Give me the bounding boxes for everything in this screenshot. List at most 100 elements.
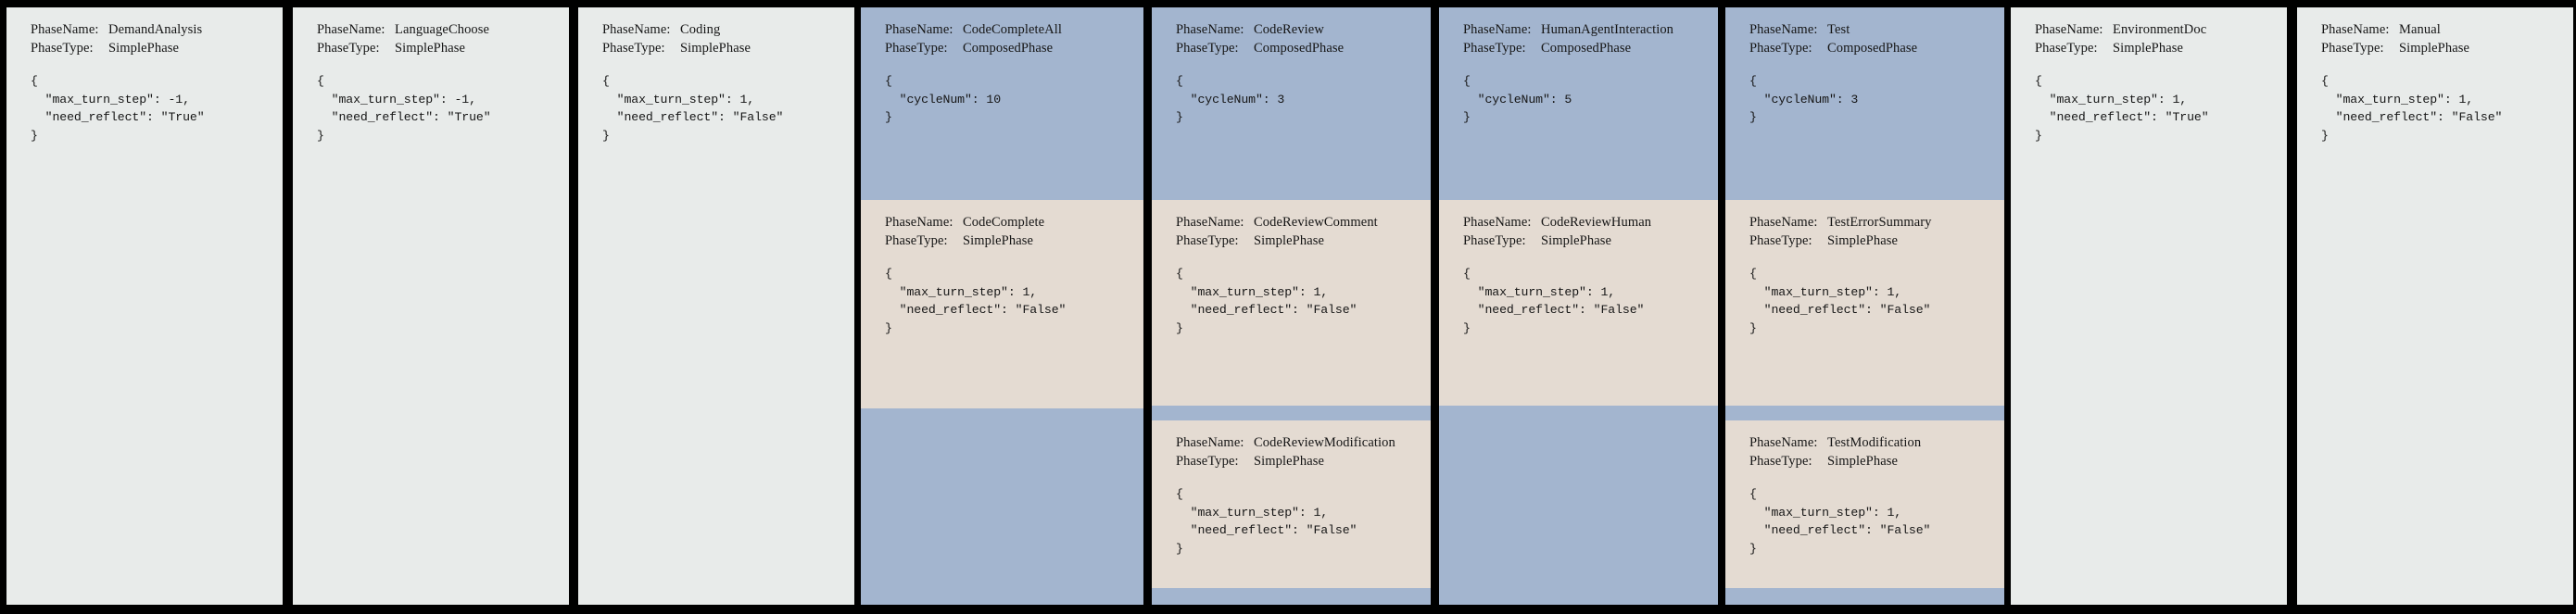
phase-type-label-row: PhaseType:SimplePhase <box>2035 39 2287 57</box>
phase-type-label: PhaseType: <box>317 41 380 56</box>
phase-name-value: TestErrorSummary <box>1827 215 1932 230</box>
phase-name-label-row: PhaseName:HumanAgentInteraction <box>1463 20 1718 39</box>
phase-type-label: PhaseType: <box>1749 454 1812 469</box>
phase-type-label: PhaseType: <box>2321 41 2384 56</box>
phase-config-json: { "cycleNum": 3 } <box>1749 74 1859 124</box>
phase-name-label-row: PhaseName:DemandAnalysis <box>31 20 283 39</box>
phase-name-label-row: PhaseName:CodeReviewHuman <box>1463 213 1718 232</box>
composed-phase-spacer <box>1439 406 1718 605</box>
composed-phase-spacer <box>1725 588 2004 605</box>
phase-name-value: CodeComplete <box>963 215 1045 230</box>
phase-name-label-row: PhaseName:Test <box>1749 20 2004 39</box>
phase-config-json: { "max_turn_step": 1, "need_reflect": "F… <box>1176 267 1357 335</box>
phase-name-label: PhaseName: <box>1176 435 1244 450</box>
phase-type-value: ComposedPhase <box>1254 41 1345 56</box>
phase-type-label: PhaseType: <box>31 41 94 56</box>
phase-name-value: Manual <box>2399 22 2441 37</box>
phase-type-label: PhaseType: <box>1176 233 1239 248</box>
phase-type-value: SimplePhase <box>1254 454 1325 469</box>
composed-phase-spacer <box>861 408 1143 605</box>
phase-type-value: ComposedPhase <box>1541 41 1632 56</box>
phase-type-label: PhaseType: <box>2035 41 2098 56</box>
phase-config-json: { "max_turn_step": 1, "need_reflect": "F… <box>1749 487 1931 556</box>
phase-name-label: PhaseName: <box>1749 215 1818 230</box>
phase-config-json: { "max_turn_step": -1, "need_reflect": "… <box>31 74 205 143</box>
phase-type-value: SimplePhase <box>2399 41 2470 56</box>
phase-type-label: PhaseType: <box>885 41 948 56</box>
phase-config-json: { "max_turn_step": 1, "need_reflect": "F… <box>2321 74 2503 143</box>
phase-config-json: { "max_turn_step": 1, "need_reflect": "F… <box>1463 267 1645 335</box>
phase-type-value: SimplePhase <box>963 233 1034 248</box>
phase-type-label-row: PhaseType:ComposedPhase <box>1749 39 2004 57</box>
phase-type-value: SimplePhase <box>395 41 466 56</box>
phase-type-value: ComposedPhase <box>963 41 1054 56</box>
phase-type-value: SimplePhase <box>1827 233 1899 248</box>
phase-name-value: CodeReview <box>1254 22 1324 37</box>
phase-config-json: { "cycleNum": 10 } <box>885 74 1002 124</box>
phase-name-label: PhaseName: <box>1749 22 1818 37</box>
phase-type-value: SimplePhase <box>680 41 751 56</box>
phase-name-value: TestModification <box>1827 435 1922 450</box>
composed-phase-spacer <box>1152 588 1431 605</box>
phase-name-label-row: PhaseName: TestErrorSummary <box>1749 213 2004 232</box>
phase-name-value: Coding <box>680 22 721 37</box>
phase-type-label-row: PhaseType:ComposedPhase <box>1463 39 1718 57</box>
phase-name-value: CodeReviewModification <box>1254 435 1395 450</box>
phase-name-label: PhaseName: <box>1176 215 1244 230</box>
phase-name-label-row: PhaseName:LanguageChoose <box>317 20 569 39</box>
phase-type-label-row: PhaseType:SimplePhase <box>602 39 854 57</box>
phase-name-value: EnvironmentDoc <box>2113 22 2207 37</box>
phase-type-value: SimplePhase <box>1827 454 1899 469</box>
phase-name-label: PhaseName: <box>1176 22 1244 37</box>
phase-name-label: PhaseName: <box>317 22 385 37</box>
phase-name-label: PhaseName: <box>1749 435 1818 450</box>
phase-type-value: SimplePhase <box>108 41 180 56</box>
phase-name-value: CodeReviewHuman <box>1541 215 1652 230</box>
phase-name-label: PhaseName: <box>885 215 953 230</box>
phase-name-value: CodeCompleteAll <box>963 22 1063 37</box>
phase-name-value: DemandAnalysis <box>108 22 203 37</box>
phase-type-label-row: PhaseType:SimplePhase <box>1749 232 2004 250</box>
phase-name-label-row: PhaseName: EnvironmentDoc <box>2035 20 2287 39</box>
phase-name-label-row: PhaseName: Coding <box>602 20 854 39</box>
phase-name-label: PhaseName: <box>2035 22 2103 37</box>
phase-name-label-row: PhaseName:CodeReviewComment <box>1176 213 1431 232</box>
phase-name-value: HumanAgentInteraction <box>1541 22 1674 37</box>
phase-config-json: { "max_turn_step": 1, "need_reflect": "F… <box>1749 267 1931 335</box>
phase-type-label-row: PhaseType:SimplePhase <box>1176 452 1431 470</box>
phase-type-value: SimplePhase <box>1254 233 1325 248</box>
phase-name-label: PhaseName: <box>602 22 671 37</box>
